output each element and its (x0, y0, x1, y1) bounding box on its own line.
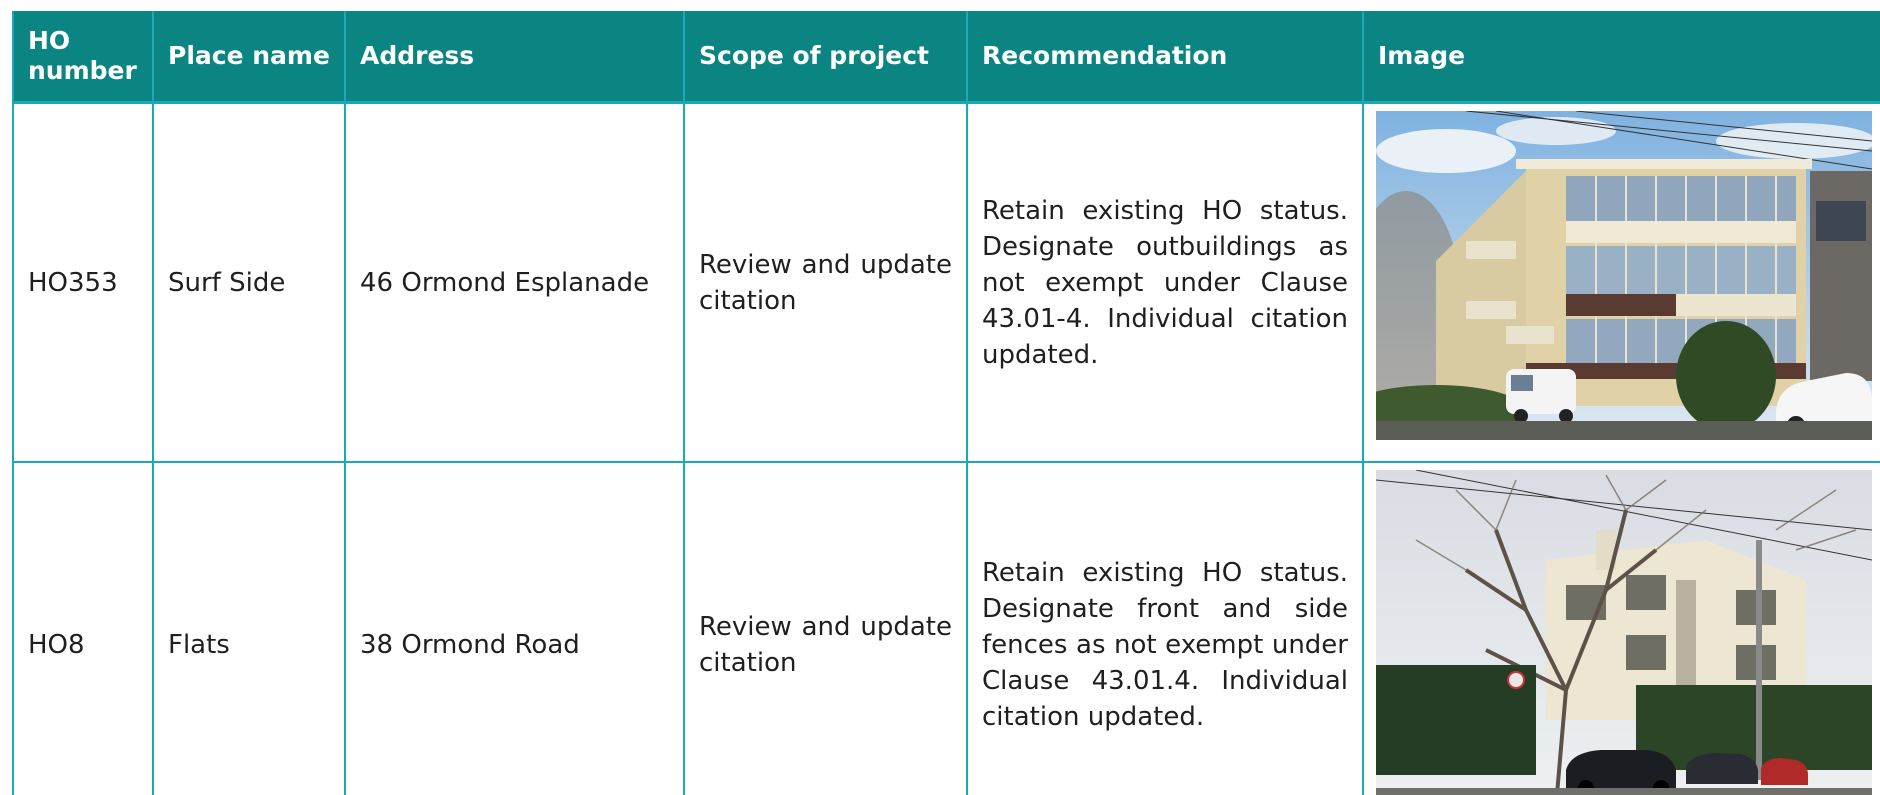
header-address: Address (344, 11, 685, 104)
cell-scope: Review and update citation (683, 101, 968, 463)
cell-image (1362, 461, 1880, 795)
cell-scope: Review and update citation (683, 461, 968, 795)
table-header-row: HO number Place name Address Scope of pr… (12, 11, 1880, 104)
cell-address: 46 Ormond Esplanade (344, 101, 685, 463)
cell-ho-number: HO353 (12, 101, 154, 463)
heritage-table-container: HO number Place name Address Scope of pr… (12, 11, 1880, 795)
cell-ho-number: HO8 (12, 461, 154, 795)
cell-place-name: Flats (152, 461, 346, 795)
header-image: Image (1362, 11, 1880, 104)
flats-building-illustration (1376, 470, 1872, 795)
table-row: HO353 Surf Side 46 Ormond Esplanade Revi… (12, 101, 1880, 463)
cell-recommendation: Retain existing HO status. Designate out… (966, 101, 1364, 463)
header-recommendation: Recommendation (966, 11, 1364, 104)
building-photo (1376, 111, 1872, 454)
header-ho-number: HO number (12, 11, 154, 104)
apartment-block-illustration (1376, 111, 1872, 440)
heritage-overlay-table: HO number Place name Address Scope of pr… (12, 11, 1880, 795)
header-place-name: Place name (152, 11, 346, 104)
header-scope: Scope of project (683, 11, 968, 104)
cell-image (1362, 101, 1880, 463)
cell-recommendation: Retain existing HO status. Designate fro… (966, 461, 1364, 795)
cell-address: 38 Ormond Road (344, 461, 685, 795)
cell-place-name: Surf Side (152, 101, 346, 463)
building-photo (1376, 470, 1872, 795)
table-row: HO8 Flats 38 Ormond Road Review and upda… (12, 461, 1880, 795)
